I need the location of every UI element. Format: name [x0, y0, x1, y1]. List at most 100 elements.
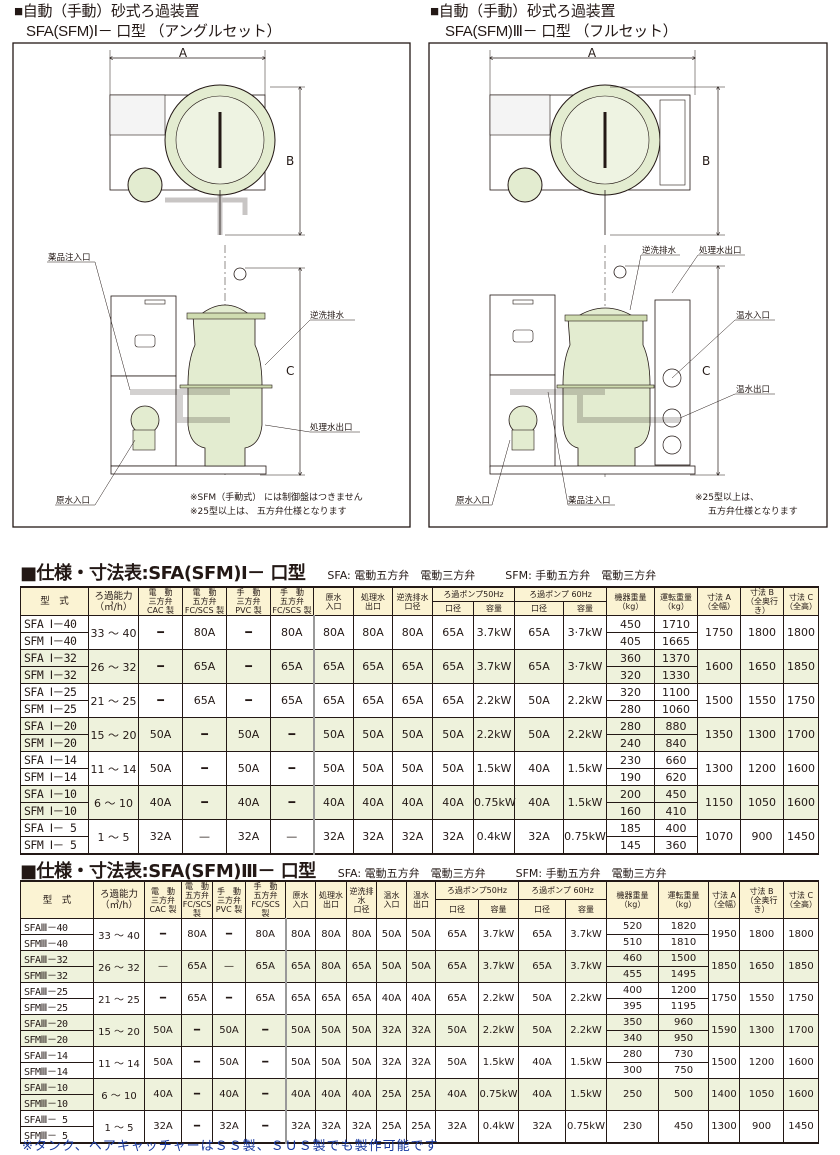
dimension-a: 1500	[697, 683, 742, 718]
valve-size: 80A	[182, 615, 227, 650]
valve-size: ━	[181, 1078, 213, 1111]
equipment-weight: 280	[606, 717, 656, 735]
port-size: 65A	[392, 649, 433, 684]
valve-size: 65A	[181, 982, 213, 1015]
valve-size: ━	[270, 717, 314, 752]
operating-weight: 1665	[654, 632, 699, 650]
model-name: SFA Ⅰ－10	[20, 785, 89, 803]
operating-weight: 960	[658, 1014, 710, 1031]
valve-size: —	[212, 950, 246, 983]
pump50-bore: 50A	[435, 1014, 479, 1047]
valve-size: 50A	[212, 1014, 246, 1047]
operating-weight: 950	[658, 1030, 710, 1047]
valve-size: ━	[212, 982, 246, 1015]
port-size: 65A	[353, 649, 393, 684]
pump50-power: 3.7kW	[473, 649, 515, 684]
operating-weight: 500	[658, 1078, 710, 1111]
column-header: 電 動 三方弁 CAC 製	[144, 880, 182, 919]
label-chem-inlet: 薬品注入口	[48, 252, 91, 263]
dimension-b: 1050	[740, 785, 785, 820]
model-name: SFMⅢ－25	[20, 998, 94, 1015]
filtration-capacity: 21 ～ 25	[93, 982, 145, 1015]
column-header: 温水 出口	[406, 880, 436, 919]
pump50-bore: 32A	[435, 1110, 479, 1144]
port-size: 50A	[315, 1046, 347, 1079]
label-hot-water-outlet: 温水出口	[736, 384, 770, 395]
dimension-c: 1450	[783, 819, 820, 855]
column-header: ろ過ポンプ50Hz	[432, 586, 515, 602]
diagrams-canvas: A B C 薬品注入口 逆洗	[12, 42, 828, 528]
dimension-b: 900	[740, 819, 785, 855]
filtration-capacity: 26 ～ 32	[88, 649, 139, 684]
pump50-power: 0.75kW	[473, 785, 516, 820]
model-name: SFMⅢ－32	[20, 966, 94, 983]
port-size: 80A	[315, 918, 347, 951]
label-treated-outlet: 処理水出口	[310, 422, 353, 433]
label-raw-inlet: 原水入口	[56, 495, 90, 506]
dimension-b: 1650	[740, 649, 785, 684]
port-size: 32A	[353, 819, 393, 855]
equipment-weight: 185	[606, 819, 656, 837]
port-size: 50A	[392, 751, 433, 786]
model-name: SFA Ⅰ－32	[20, 649, 89, 667]
column-header: 原水 入口	[285, 880, 316, 919]
equipment-weight: 190	[606, 768, 656, 786]
sfa-note: SFA: 電動五方弁 電動三方弁	[327, 569, 476, 582]
model-name: SFM Ⅰ－32	[20, 666, 89, 684]
spec-table-1: 型 式ろ過能力 （㎥/h）電 動 三方弁 CAC 製電 動 五方弁 FC/SCS…	[20, 586, 820, 855]
column-header: 手 動 三方弁 PVC 製	[212, 880, 246, 919]
dimension-b: 1550	[740, 683, 785, 718]
diagram-note: ※25型以上は、	[695, 492, 759, 503]
column-header: ろ過ポンプ 60Hz	[513, 586, 608, 602]
label-backwash-drain: 逆洗排水	[310, 310, 345, 321]
pump60-power: 0.75kW	[564, 1110, 608, 1144]
column-header: 寸法 B （全奥行き）	[740, 586, 785, 616]
dimension-c: 1800	[783, 918, 820, 951]
operating-weight: 450	[654, 785, 699, 803]
port-size: 80A	[312, 615, 354, 650]
dimension-c: 1600	[783, 785, 820, 820]
column-header: 電 動 五方弁 FC/SCS 製	[181, 880, 213, 919]
operating-weight: 410	[654, 802, 699, 820]
dimension-a: 1300	[697, 751, 742, 786]
port-size: 65A	[284, 982, 316, 1015]
pump50-power: 2.2kW	[478, 1014, 519, 1047]
dimension-a: 1750	[697, 615, 742, 650]
valve-size: ━	[226, 649, 271, 684]
valve-size: 65A	[181, 950, 213, 983]
equipment-weight: 400	[606, 982, 660, 999]
equipment-weight: 450	[606, 615, 656, 633]
spec-table-1-heading: ■仕様・寸法表:SFA(SFM)Ⅰ－ 口型 SFA: 電動五方弁 電動三方弁 S…	[20, 559, 656, 585]
dimension-a: 1850	[708, 950, 741, 983]
dimension-b: 1800	[740, 615, 785, 650]
diagram-note: ※25型以上は、 五方弁仕様となります	[190, 505, 347, 517]
equipment-weight: 350	[606, 1014, 660, 1031]
valve-size: 50A	[226, 751, 271, 786]
valve-size: ━	[245, 1110, 286, 1144]
column-header: 運転重量 （kg）	[658, 880, 710, 919]
pump60-power: 1.5kW	[564, 1046, 608, 1079]
pump50-power: 1.5kW	[473, 751, 515, 786]
operating-weight: 1100	[654, 683, 699, 701]
pump50-bore: 65A	[432, 683, 474, 718]
operating-weight: 750	[658, 1062, 710, 1079]
operating-weight: 1200	[658, 982, 710, 999]
pump60-power: 1.5kW	[562, 785, 608, 820]
valve-size: ━	[182, 717, 227, 752]
label-hot-water-inlet: 温水入口	[736, 310, 770, 321]
pump60-power: 1.5kW	[564, 1078, 608, 1111]
table-row: SFMⅢ－ 5	[20, 1126, 819, 1144]
model-name: SFAⅢ－14	[20, 1046, 94, 1063]
filtration-capacity: 15 ～ 20	[93, 1014, 145, 1047]
valve-size: ━	[182, 751, 227, 786]
column-subheader: 口径	[518, 899, 566, 919]
operating-weight: 1710	[654, 615, 699, 633]
valve-size: 65A	[270, 683, 314, 718]
valve-size: 50A	[226, 717, 271, 752]
port-size: 32A	[376, 1014, 407, 1047]
